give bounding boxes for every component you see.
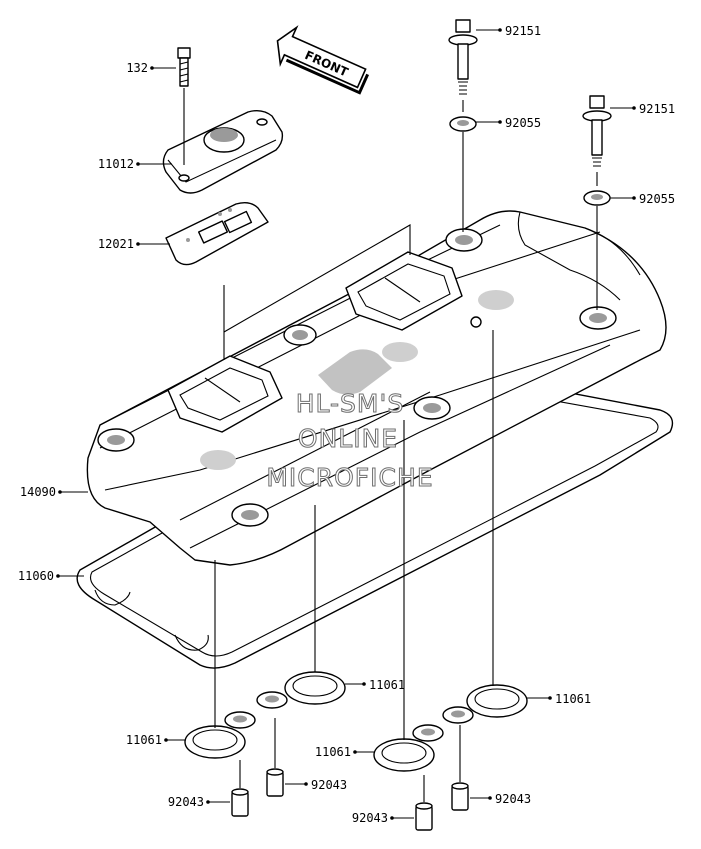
label-92043-3[interactable]: 92043 <box>352 811 388 825</box>
label-92055-right[interactable]: 92055 <box>639 192 675 206</box>
watermark-line-3: MICROFICHE <box>266 463 433 492</box>
label-92055-left[interactable]: 92055 <box>505 116 541 130</box>
washer-92055-left[interactable] <box>449 116 477 132</box>
valve-cover[interactable] <box>86 210 667 566</box>
dowel-2[interactable] <box>266 768 284 797</box>
breather-cover[interactable] <box>162 109 284 194</box>
label-92151-right[interactable]: 92151 <box>639 102 675 116</box>
dowel-4[interactable] <box>451 782 469 811</box>
boss-3 <box>283 324 317 346</box>
boss-1 <box>97 428 135 452</box>
assembly-lines <box>183 88 598 802</box>
watermark-line-1: HL-SM'S <box>296 389 405 418</box>
boss-6 <box>579 306 617 330</box>
dowel-3[interactable] <box>415 802 433 831</box>
label-92043-1[interactable]: 92043 <box>168 795 204 809</box>
bolt-92151-left[interactable] <box>448 19 478 95</box>
bolt-92151-right[interactable] <box>582 95 612 167</box>
boss-5 <box>445 228 483 252</box>
dowel-1[interactable] <box>231 788 249 817</box>
label-11012[interactable]: 11012 <box>98 157 134 171</box>
washer-92055-right[interactable] <box>583 190 611 206</box>
watermark: HL-SM'S ONLINE MICROFICHE <box>266 389 433 493</box>
boss-2 <box>231 503 269 527</box>
boss-4 <box>413 396 451 420</box>
callouts: 132 11012 12021 14090 11060 92151 92055 … <box>18 24 675 825</box>
label-11060[interactable]: 11060 <box>18 569 54 583</box>
label-92043-4[interactable]: 92043 <box>495 792 531 806</box>
watermark-line-2: ONLINE <box>298 424 398 453</box>
label-14090[interactable]: 14090 <box>20 485 56 499</box>
label-11061-3[interactable]: 11061 <box>315 745 351 759</box>
breather-plate[interactable] <box>165 201 269 266</box>
label-11061-1[interactable]: 11061 <box>126 733 162 747</box>
plug-seal-2[interactable] <box>256 671 346 709</box>
label-12021[interactable]: 12021 <box>98 237 134 251</box>
label-11061-2[interactable]: 11061 <box>369 678 405 692</box>
front-arrow-icon: FRONT <box>276 25 370 95</box>
label-132[interactable]: 132 <box>126 61 148 75</box>
plug-seal-4[interactable] <box>442 684 528 724</box>
plug-seal-3[interactable] <box>373 724 444 772</box>
bolt-132[interactable] <box>177 47 191 87</box>
label-92151-left[interactable]: 92151 <box>505 24 541 38</box>
label-92043-2[interactable]: 92043 <box>311 778 347 792</box>
plug-seal-1[interactable] <box>184 711 256 759</box>
label-11061-4[interactable]: 11061 <box>555 692 591 706</box>
